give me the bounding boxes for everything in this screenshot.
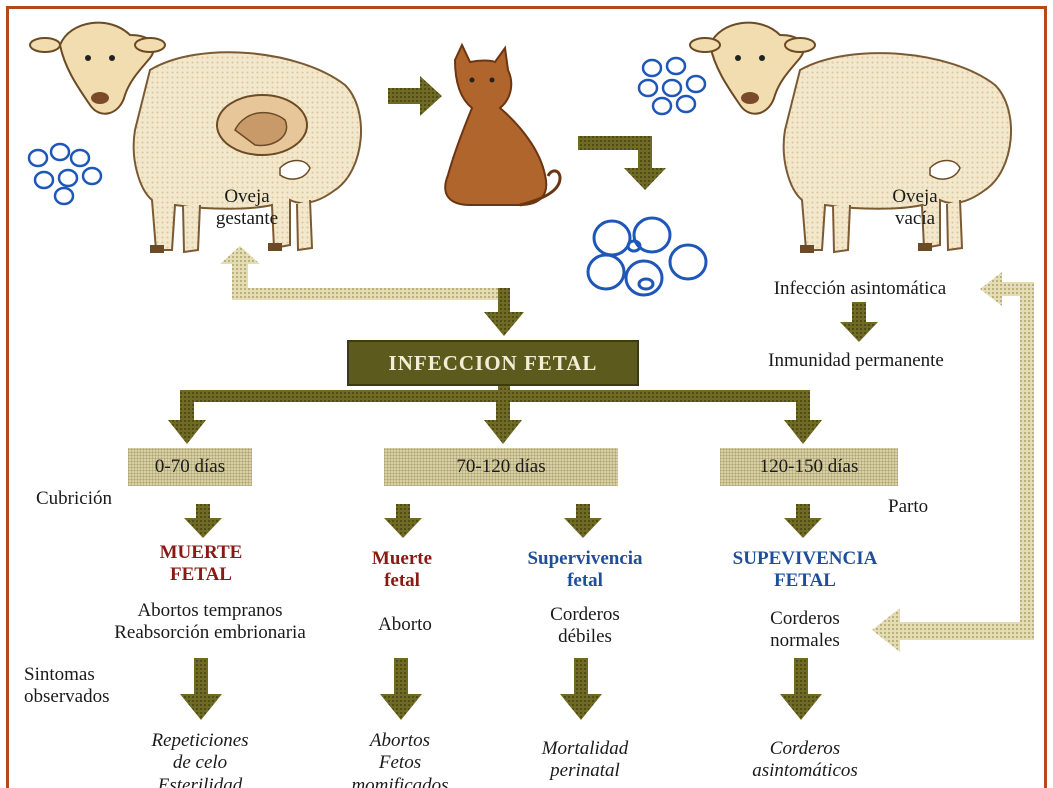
period-label-1: 0-70 días: [128, 448, 252, 486]
breeding-label: Cubrición: [36, 488, 146, 510]
permanent-immunity-label: Inmunidad permanente: [736, 350, 976, 372]
oocyst-cluster-large: [588, 218, 706, 295]
arrow-cat-to-oocysts: [578, 136, 666, 190]
period-band-3: 120-150 días: [720, 448, 898, 486]
empty-sheep-label: Oveja vacía: [860, 186, 970, 231]
fetal-infection-title: INFECCION FETAL: [349, 342, 637, 384]
cat-icon: [445, 45, 560, 205]
outcome-detail-2: Aborto: [360, 614, 450, 636]
period-band-2: 70-120 días: [384, 448, 618, 486]
period-label-2: 70-120 días: [384, 448, 618, 486]
outcome-result-2: Abortos Fetos momificados: [330, 730, 470, 788]
pregnant-sheep-label: Oveja gestante: [192, 186, 302, 231]
period-band-1: 0-70 días: [128, 448, 252, 486]
fetal-infection-header: INFECCION FETAL: [347, 340, 639, 386]
outcome-detail-3: Corderos débiles: [520, 604, 650, 649]
outcome-title-2: Muerte fetal: [360, 548, 444, 593]
outcome-detail-1: Abortos tempranos Reabsorción embrionari…: [80, 600, 340, 645]
birth-label: Parto: [888, 496, 958, 518]
outcome-detail-4: Corderos normales: [740, 608, 870, 653]
outcome-title-4: SUPEVIVENCIA FETAL: [710, 548, 900, 593]
asymptomatic-infection-label: Infección asintomática: [740, 278, 980, 300]
outcome-title-3: Supervivencia fetal: [510, 548, 660, 593]
arrow-infection-to-immunity: [840, 302, 878, 342]
outcome-result-4: Corderos asintomáticos: [720, 738, 890, 783]
branch-bar: [180, 390, 810, 402]
outcome-result-3: Mortalidad perinatal: [510, 738, 660, 783]
period-label-3: 120-150 días: [720, 448, 898, 486]
arrow-sheep-to-cat: [388, 76, 442, 116]
oocyst-cluster-top-right: [639, 58, 705, 114]
outcome-result-1: Repeticiones de celo Esterilidad: [120, 730, 280, 788]
oocyst-cluster-icon: [29, 144, 101, 204]
symptoms-label: Sintomas observados: [24, 664, 154, 709]
arrow-loop-to-pregnant: [220, 246, 510, 300]
outcome-title-1: MUERTE FETAL: [136, 542, 266, 587]
